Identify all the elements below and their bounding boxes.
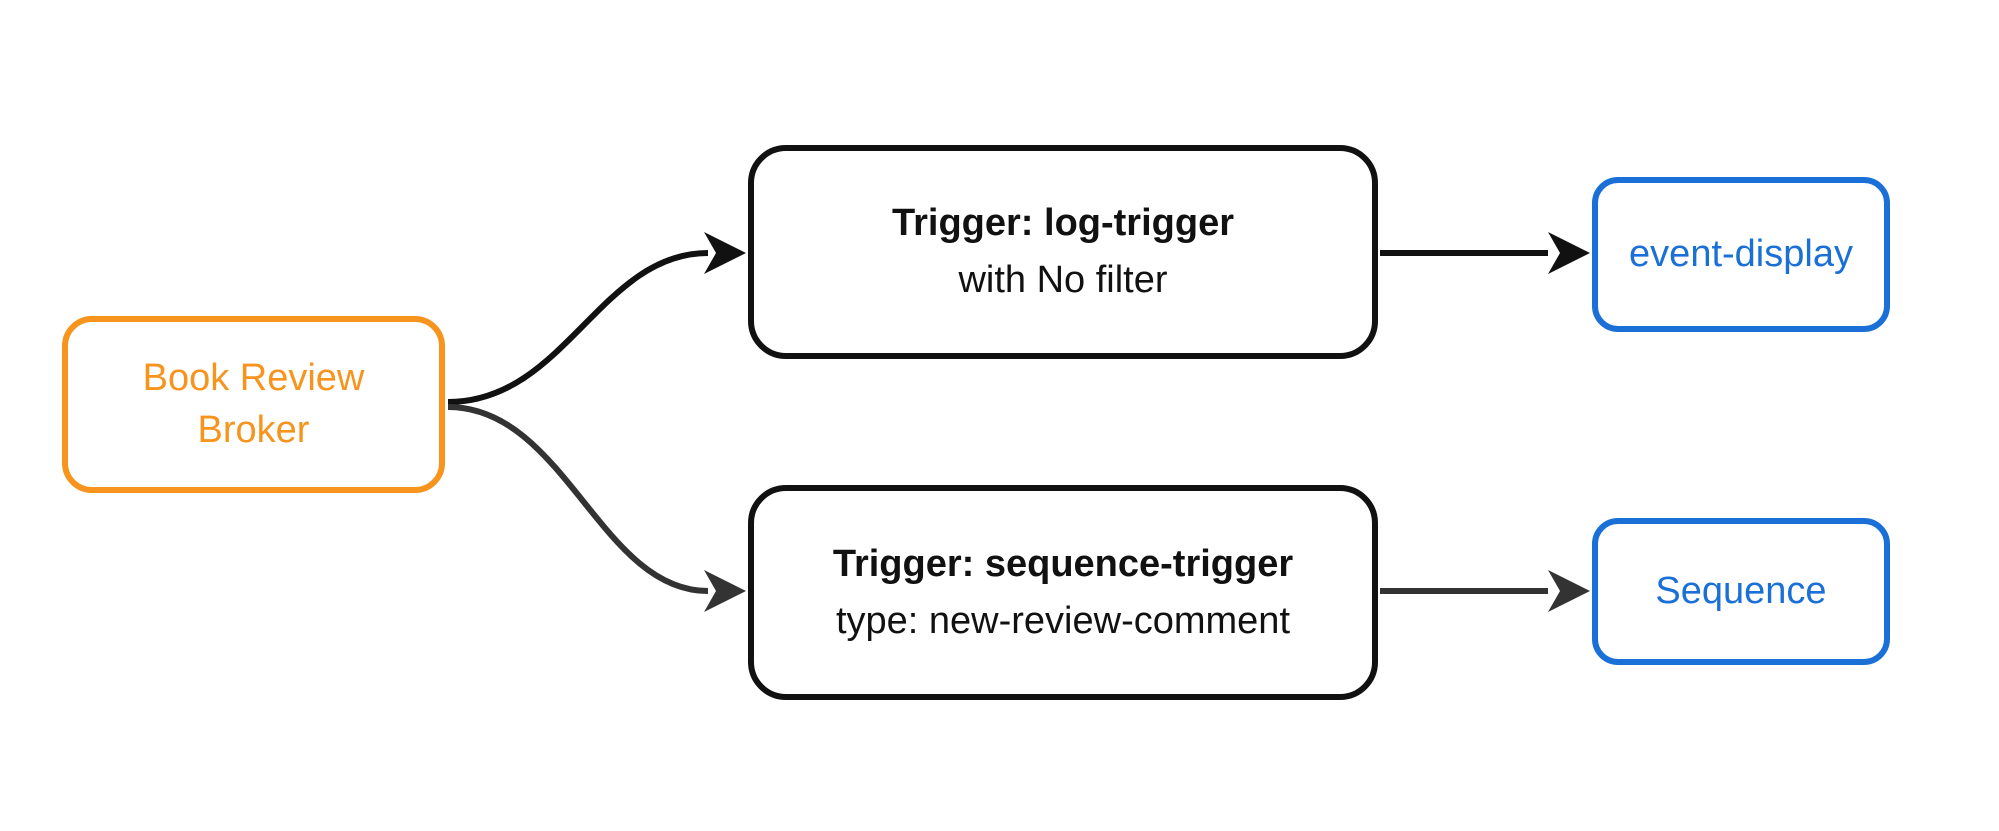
sequence-node: Sequence	[1592, 518, 1890, 665]
broker-node-label: Book Review Broker	[142, 357, 365, 451]
event-display-node: event-display	[1592, 177, 1890, 332]
sequence-trigger-subtitle: type: new-review-comment	[835, 599, 1291, 642]
edge-broker-to-log-trigger	[447, 250, 709, 405]
sequence-trigger-node: Trigger: sequence-trigger type: new-revi…	[748, 485, 1378, 700]
arrowhead-icon	[1548, 232, 1590, 274]
log-trigger-subtitle: with No filter	[958, 259, 1168, 301]
edge-broker-to-sequence-trigger	[447, 404, 709, 594]
sequence-node-label: Sequence	[1655, 570, 1827, 612]
arrowhead-icon	[1548, 570, 1590, 612]
arrowhead-icon	[704, 570, 746, 612]
sequence-trigger-title: Trigger: sequence-trigger	[832, 542, 1294, 585]
broker-node: Book Review Broker	[62, 316, 445, 493]
log-trigger-title: Trigger: log-trigger	[892, 202, 1234, 244]
arrowhead-icon	[704, 232, 746, 274]
event-display-node-label: event-display	[1629, 233, 1853, 275]
log-trigger-node: Trigger: log-trigger with No filter	[748, 145, 1378, 359]
